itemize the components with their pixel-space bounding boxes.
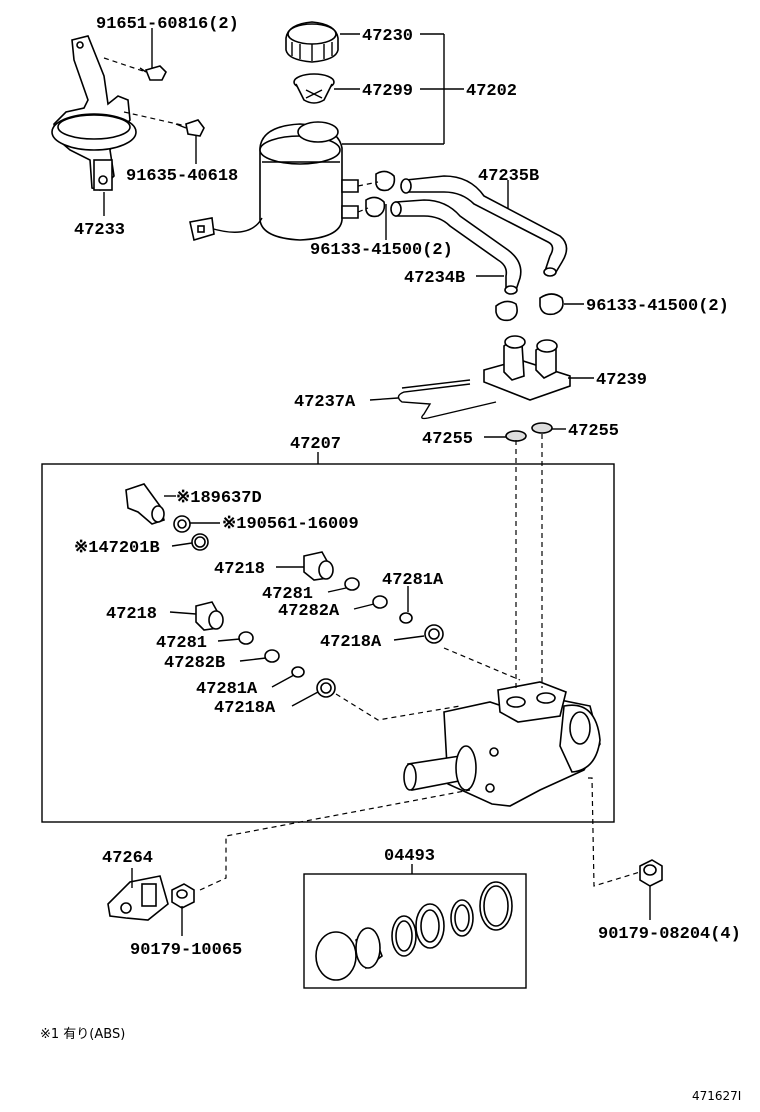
reservoir-cap-47230 [285,21,339,63]
label-04493: 04493 [384,847,435,866]
o-ring-190561 [173,515,191,533]
bolt-91635 [175,119,205,137]
bracket-47233 [51,35,137,191]
label-47281-left: 47281 [156,634,207,653]
inlet-fitting-47239 [483,335,571,401]
part-labels: 91651-60816(2) 91635-40618 47233 47230 4… [40,15,741,1103]
spring-seats [238,577,444,698]
label-147201b: ※147201B [74,539,160,558]
hose-clips-96133-upper [365,170,396,218]
label-47281-top: 47281 [262,585,313,604]
label-47264: 47264 [102,849,153,868]
label-47218a-low: 47218A [214,699,276,718]
label-47255-left: 47255 [422,430,473,449]
plug-47218-left [195,601,224,631]
master-cylinder-body [403,681,601,807]
nut-90179-08204 [639,859,663,887]
diagram-id: 471627I [692,1089,741,1103]
reservoir-tank-47202 [189,121,359,242]
repair-kit-parts [315,881,513,981]
label-47218-left: 47218 [106,605,157,624]
label-189637d: ※189637D [176,489,262,508]
label-190561: ※190561-16009 [222,515,359,534]
label-91635: 91635-40618 [126,167,238,186]
label-47281a-low: 47281A [196,680,258,699]
bolt-91651 [139,65,167,81]
label-90179-08204: 90179-08204(4) [598,925,741,944]
kit-box-04493 [303,873,527,989]
pressure-sensor-189637d [125,483,165,525]
plug-47218-top [303,551,334,581]
hose-clips-96133-lower [495,293,564,322]
label-47233: 47233 [74,221,125,240]
label-47237a: 47237A [294,393,356,412]
pin-47237a [397,379,497,420]
leader-lines [103,28,651,936]
hose-47235b [400,175,568,277]
nut-90179-10065 [171,883,195,909]
label-47207: 47207 [290,435,341,454]
label-47282b: 47282B [164,654,225,673]
clevis-47264 [107,875,169,921]
label-90179-10065: 90179-10065 [130,941,242,960]
label-91651: 91651-60816(2) [96,15,239,34]
label-47239: 47239 [596,371,647,390]
label-47281a-top: 47281A [382,571,444,590]
label-47299: 47299 [362,82,413,101]
label-47234b: 47234B [404,269,465,288]
label-47255-right: 47255 [568,422,619,441]
label-47230: 47230 [362,27,413,46]
label-47218a-mid: 47218A [320,633,382,652]
label-47218-top: 47218 [214,560,265,579]
label-96133-lower: 96133-41500(2) [586,297,729,316]
label-96133-upper: 96133-41500(2) [310,241,453,260]
strainer-47299 [293,73,335,104]
assembly-box-47207 [41,463,615,823]
label-47282a: 47282A [278,602,340,621]
gasket-147201b [191,533,209,551]
grommets-47255 [505,422,553,442]
label-47235b: 47235B [478,167,539,186]
hose-47234b [390,199,522,295]
label-47202: 47202 [466,82,517,101]
footnote: ※1 有り(ABS) [40,1027,125,1042]
